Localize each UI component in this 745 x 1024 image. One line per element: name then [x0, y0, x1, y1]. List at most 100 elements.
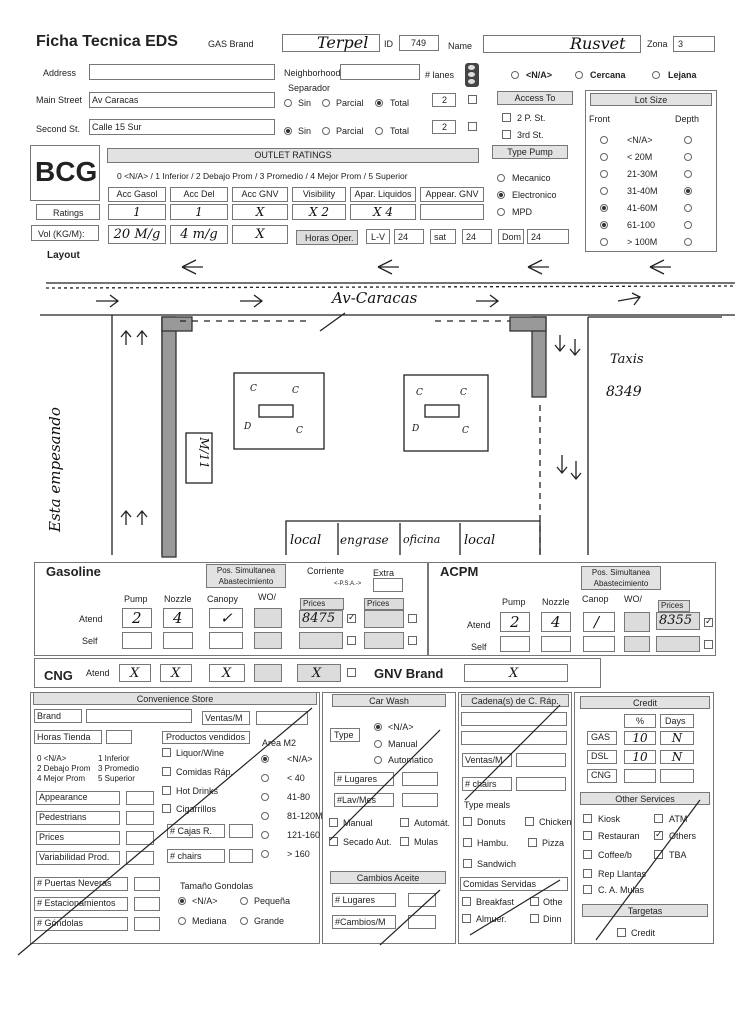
cng-nozzle[interactable]: X [160, 664, 192, 682]
lot-front-radio[interactable] [600, 170, 608, 178]
service-check[interactable] [583, 831, 592, 840]
store-rating-field[interactable] [126, 811, 154, 825]
area-radio[interactable] [261, 793, 269, 801]
service-check[interactable] [583, 814, 592, 823]
pump-mecanico-radio[interactable] [497, 174, 505, 182]
lot-depth-radio[interactable] [684, 221, 692, 229]
car-wash-na-radio[interactable] [374, 723, 382, 731]
lot-front-radio[interactable] [600, 221, 608, 229]
second-total-radio[interactable] [375, 127, 383, 135]
cadena-chairs-field[interactable] [516, 777, 566, 791]
store-ventas-field[interactable] [256, 711, 308, 725]
zona-field[interactable]: 3 [673, 36, 715, 52]
service-check[interactable] [654, 829, 663, 840]
neighborhood-field[interactable] [340, 64, 420, 80]
service-check[interactable] [654, 850, 663, 859]
gas-self-pump[interactable] [122, 632, 152, 649]
outlet-rating-cell[interactable]: X 4 [350, 204, 416, 220]
car-wash-lugares-field[interactable] [402, 772, 438, 786]
product-comidas-check[interactable] [162, 767, 171, 776]
acpm-price-check[interactable] [704, 616, 713, 627]
gas-price-check-2[interactable] [408, 614, 417, 623]
product-cigarrillos-check[interactable] [162, 804, 171, 813]
acpm-atend-canop[interactable]: / [583, 612, 615, 632]
store-brand-field[interactable] [86, 709, 192, 723]
second-sep-count[interactable]: 2 [432, 120, 456, 134]
gas-self-nozzle[interactable] [163, 632, 193, 649]
lot-depth-radio[interactable] [684, 204, 692, 212]
cng-price-check[interactable] [347, 668, 356, 677]
area-radio[interactable] [261, 850, 269, 858]
lot-depth-radio[interactable] [684, 170, 692, 178]
outlet-vol-cell[interactable]: X [232, 225, 288, 244]
service-check[interactable] [583, 885, 592, 894]
gas-self-check-1[interactable] [347, 636, 356, 645]
second-sep-check[interactable] [468, 122, 477, 131]
area-radio[interactable] [261, 831, 269, 839]
main-sep-count[interactable]: 2 [432, 93, 456, 107]
cng-canopy[interactable]: X [209, 664, 245, 682]
credit-row-pct[interactable] [624, 769, 656, 783]
lot-depth-radio[interactable] [684, 153, 692, 161]
gas-self-wo[interactable] [254, 632, 282, 649]
gas-brand-field[interactable]: Terpel [282, 33, 380, 52]
meal-donuts-check[interactable] [463, 817, 472, 826]
cambios-m-field[interactable] [408, 915, 436, 929]
meal-pizza-check[interactable] [528, 838, 537, 847]
gas-atend-wo[interactable] [254, 608, 282, 628]
area-radio[interactable] [261, 774, 269, 782]
store-rating-field[interactable] [126, 791, 154, 805]
gondolas-na-radio[interactable] [178, 897, 186, 905]
gas-self-canopy[interactable] [209, 632, 243, 649]
car-wash-auto-radio[interactable] [374, 756, 382, 764]
main-sep-check[interactable] [468, 95, 477, 104]
area-radio[interactable] [261, 755, 269, 763]
gondolas-pequena-radio[interactable] [240, 897, 248, 905]
lot-front-radio[interactable] [600, 153, 608, 161]
gas-self-price-1[interactable] [299, 632, 343, 649]
store-rating-field[interactable] [126, 831, 154, 845]
acpm-self-canop[interactable] [583, 636, 615, 652]
access-3rdst-check[interactable] [502, 130, 511, 139]
product-hotdrinks-check[interactable] [162, 786, 171, 795]
main-total-radio[interactable] [375, 99, 383, 107]
cng-wo[interactable] [254, 664, 282, 682]
comida-dinn-check[interactable] [530, 914, 539, 923]
acpm-self-check[interactable] [704, 640, 713, 649]
store-rating-field[interactable] [126, 851, 154, 865]
lanes-cercana-radio[interactable] [575, 71, 583, 79]
lv-field[interactable]: 24 [394, 229, 424, 244]
cajas-field[interactable] [229, 824, 253, 838]
store-count-field[interactable] [134, 877, 160, 891]
lot-front-radio[interactable] [600, 238, 608, 246]
acpm-atend-nozzle[interactable]: 4 [541, 612, 571, 632]
acpm-self-price[interactable] [656, 636, 700, 652]
store-count-field[interactable] [134, 897, 160, 911]
name-field[interactable]: Rusvet [483, 34, 641, 53]
sat-field[interactable]: 24 [462, 229, 492, 244]
car-wash-manual-check[interactable] [329, 818, 338, 827]
car-wash-mulas-check[interactable] [400, 837, 409, 846]
gas-self-check-2[interactable] [408, 636, 417, 645]
access-2pst-check[interactable] [502, 113, 511, 122]
service-check[interactable] [583, 869, 592, 878]
credit-row-days[interactable]: N [660, 750, 694, 764]
lot-depth-radio[interactable] [684, 238, 692, 246]
service-check[interactable] [654, 814, 663, 823]
store-chairs-field[interactable] [229, 849, 253, 863]
cadena-field-2[interactable] [461, 731, 567, 745]
gas-price-extra[interactable] [364, 610, 404, 628]
second-parcial-radio[interactable] [322, 127, 330, 135]
car-wash-secado-check[interactable] [329, 837, 338, 846]
outlet-rating-cell[interactable]: X 2 [292, 204, 346, 220]
acpm-atend-wo[interactable] [624, 612, 650, 632]
gondolas-grande-radio[interactable] [240, 917, 248, 925]
lot-depth-radio[interactable] [684, 136, 692, 144]
car-wash-automat-check[interactable] [400, 818, 409, 827]
meal-chicken-check[interactable] [525, 817, 534, 826]
lanes-na-radio[interactable] [511, 71, 519, 79]
acpm-atend-pump[interactable]: 2 [500, 612, 530, 632]
lot-front-radio[interactable] [600, 187, 608, 195]
main-sin-radio[interactable] [284, 99, 292, 107]
comida-breakfast-check[interactable] [462, 897, 471, 906]
